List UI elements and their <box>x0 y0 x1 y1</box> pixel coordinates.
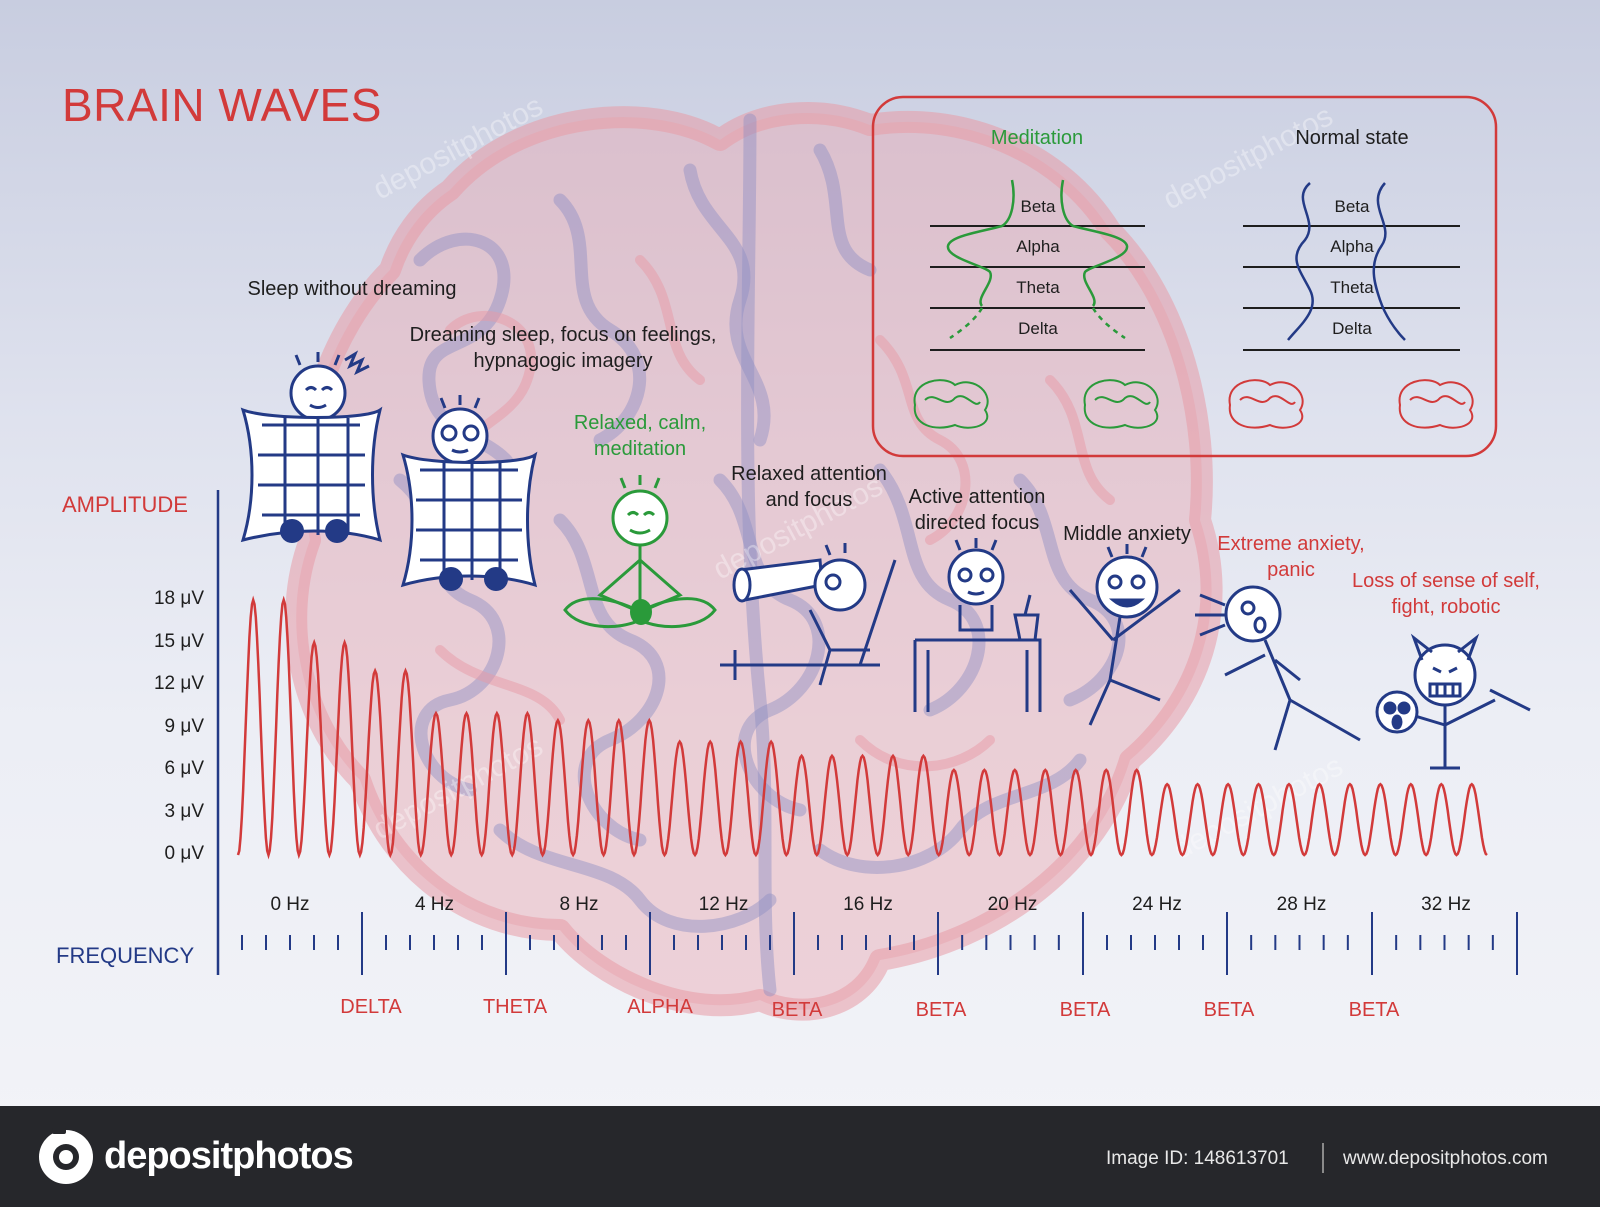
state-label: Middle anxiety <box>1063 523 1191 545</box>
amplitude-tick: 15 μV <box>153 630 204 652</box>
meditation-level-label: Delta <box>1018 319 1058 338</box>
state-label: Relaxed attention and focus <box>731 463 887 511</box>
frequency-tick: 0 Hz <box>270 894 310 915</box>
state-label: Dreaming sleep, focus on feelings, hypna… <box>409 324 717 372</box>
robotic-figure-icon <box>1375 633 1531 770</box>
footer-divider <box>1322 1143 1324 1173</box>
inset-normal-title: Normal state <box>1295 127 1409 149</box>
normal-level-label: Beta <box>1334 197 1370 216</box>
band-label: THETA <box>482 996 548 1018</box>
brand-name: depositphotos <box>104 1135 354 1177</box>
band-label: ALPHA <box>627 996 693 1018</box>
anxious-figure-icon <box>1068 544 1181 726</box>
desk-figure-icon <box>913 538 1042 712</box>
frequency-tick: 4 Hz <box>414 894 455 915</box>
page-title: BRAIN WAVES <box>62 79 382 131</box>
band-label: BETA <box>1348 999 1400 1021</box>
frequency-axis <box>217 912 1518 975</box>
inset-meditation-title: Meditation <box>990 127 1084 149</box>
amplitude-tick: 3 μV <box>164 800 204 822</box>
meditation-level-label: Theta <box>1016 278 1060 297</box>
amplitude-tick: 6 μV <box>164 758 204 779</box>
normal-level-label: Alpha <box>1330 237 1374 256</box>
dreaming-figure-icon <box>400 395 538 588</box>
meditation-level-label: Alpha <box>1016 237 1060 256</box>
band-label: BETA <box>771 999 823 1021</box>
frequency-tick: 28 Hz <box>1276 894 1327 915</box>
amplitude-tick: 18 μV <box>153 588 204 609</box>
footer-bar <box>0 1106 1600 1207</box>
state-label: Relaxed, calm, meditation <box>573 412 707 460</box>
band-label: DELTA <box>340 996 402 1018</box>
normal-state-curves <box>1287 182 1406 341</box>
meditation-figure-icon <box>563 475 717 629</box>
frequency-tick: 12 Hz <box>698 894 749 915</box>
amplitude-tick: 0 μV <box>164 843 204 864</box>
frequency-tick: 24 Hz <box>1132 894 1182 915</box>
state-label: Loss of sense of self, fight, robotic <box>1352 570 1540 618</box>
meditation-level-label: Beta <box>1020 197 1056 216</box>
amplitude-tick: 9 μV <box>164 715 204 737</box>
state-label: Extreme anxiety, panic <box>1217 533 1365 581</box>
state-label: Sleep without dreaming <box>247 278 457 300</box>
frequency-tick: 20 Hz <box>987 894 1038 915</box>
panic-figure-icon <box>1195 585 1361 751</box>
site-link[interactable]: www.depositphotos.com <box>1343 1148 1548 1169</box>
normal-level-label: Theta <box>1330 278 1374 297</box>
frequency-axis-label: FREQUENCY <box>56 943 195 968</box>
sleeping-figure-icon <box>240 350 383 543</box>
telescope-figure-icon <box>720 543 897 686</box>
inset-brain-icons <box>913 379 1474 429</box>
frequency-tick: 16 Hz <box>843 894 893 915</box>
state-label: Active attention directed focus <box>908 486 1046 534</box>
band-label: BETA <box>1059 999 1111 1021</box>
brain-wave-series <box>236 595 1488 860</box>
amplitude-tick: 12 μV <box>153 673 204 694</box>
band-label: BETA <box>915 999 967 1021</box>
amplitude-axis-label: AMPLITUDE <box>62 492 188 517</box>
meditation-curves <box>946 179 1129 340</box>
image-id: Image ID: 148613701 <box>1106 1148 1289 1169</box>
band-label: BETA <box>1203 999 1255 1021</box>
normal-level-label: Delta <box>1332 319 1372 338</box>
frequency-tick: 32 Hz <box>1421 894 1471 915</box>
frequency-tick: 8 Hz <box>559 894 599 915</box>
